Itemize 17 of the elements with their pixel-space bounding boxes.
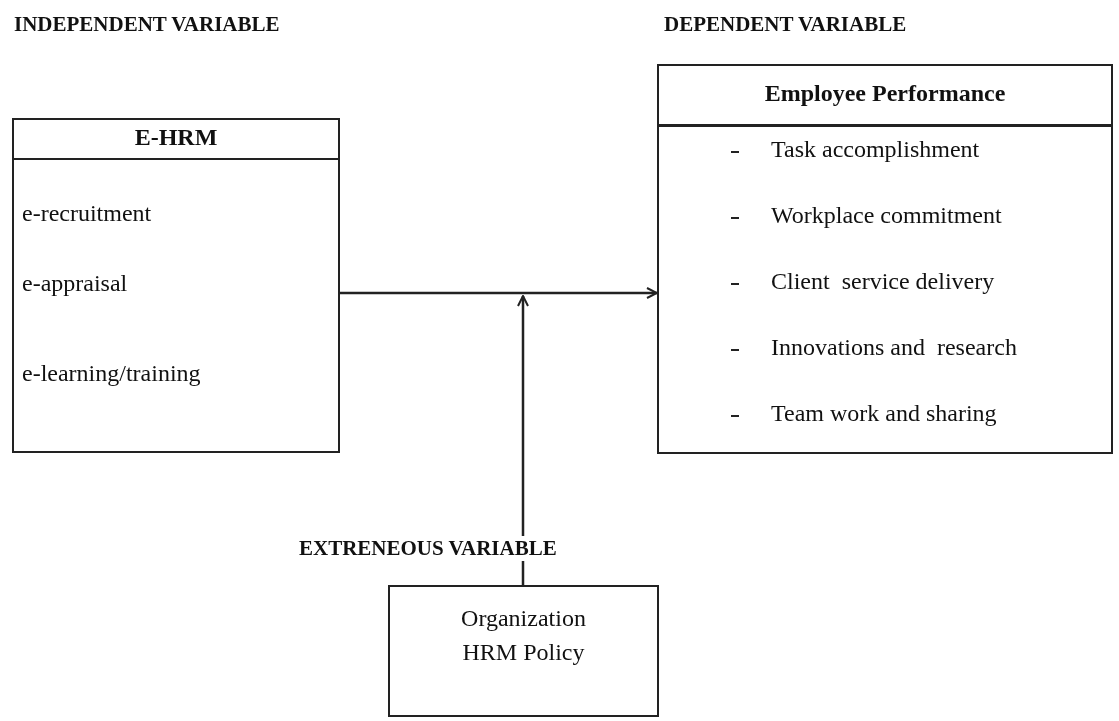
arrow	[340, 287, 658, 299]
list-item: e-recruitment	[22, 200, 152, 227]
list-item: Workplace commitment	[771, 202, 1002, 229]
box-heading: E-HRM	[133, 124, 219, 151]
variable-box	[12, 118, 340, 453]
process-box	[388, 585, 659, 717]
list-item: Team work and sharing	[771, 400, 997, 427]
box-text: Organization HRM Policy	[460, 604, 587, 667]
section-label: EXTRENEOUS VARIABLE	[297, 536, 559, 561]
list-item: e-appraisal	[22, 270, 128, 297]
arrow	[517, 295, 529, 585]
list-item: Client service delivery	[771, 268, 995, 295]
list-item: Task accomplishment	[771, 136, 980, 163]
box-heading: Employee Performance	[763, 80, 1007, 107]
list-item: Innovations and research	[771, 334, 1017, 361]
variable-box	[657, 64, 1113, 454]
list-item: e-learning/training	[22, 360, 201, 387]
